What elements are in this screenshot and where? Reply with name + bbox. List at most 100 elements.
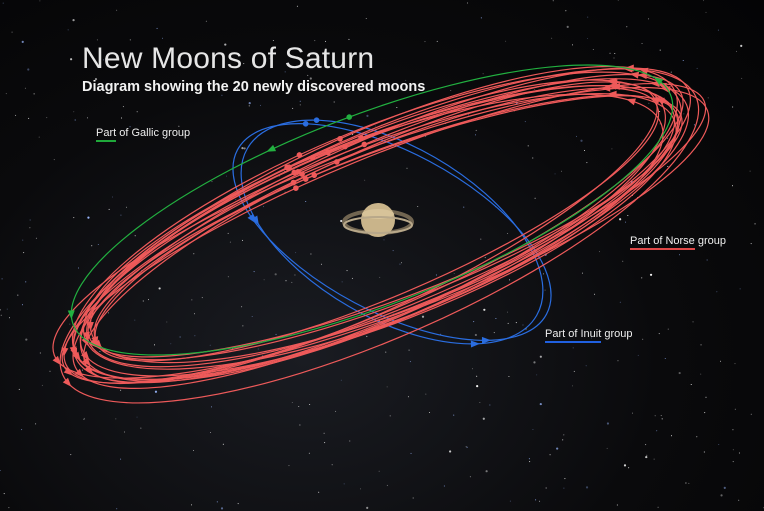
moon-marker [346, 114, 353, 120]
star [616, 504, 618, 506]
inuit-label-rest: group [601, 328, 633, 340]
star [70, 454, 72, 456]
star [158, 287, 161, 290]
star [346, 270, 348, 272]
star [654, 415, 656, 417]
star [723, 486, 726, 489]
star [343, 483, 345, 485]
star [645, 444, 647, 446]
star [436, 40, 438, 42]
star [628, 467, 630, 469]
star [421, 315, 425, 318]
star [572, 385, 574, 387]
star [536, 374, 538, 376]
star [528, 103, 530, 105]
star [573, 370, 575, 372]
star [586, 162, 588, 164]
star [648, 18, 650, 20]
moon-direction-arrow [62, 377, 72, 387]
star [667, 328, 669, 330]
star [718, 443, 720, 445]
star [35, 237, 37, 239]
star [443, 485, 445, 487]
moon-direction-arrow [69, 346, 77, 356]
star [412, 497, 414, 499]
star [408, 349, 410, 351]
star [560, 170, 562, 172]
star [112, 196, 114, 198]
star [738, 499, 740, 501]
star [424, 41, 426, 43]
star [623, 464, 627, 467]
star [251, 316, 253, 318]
star [685, 482, 687, 484]
star [551, 37, 553, 39]
star [554, 173, 556, 175]
star [599, 251, 601, 253]
inuit-orbit-path [232, 123, 552, 341]
star [463, 206, 465, 208]
star [671, 435, 673, 437]
star [407, 396, 409, 398]
star [466, 446, 468, 448]
moon-marker [302, 120, 309, 127]
star [749, 170, 751, 172]
star [38, 136, 40, 138]
star [740, 44, 743, 47]
star [25, 338, 28, 341]
star [0, 309, 1, 311]
star [72, 19, 75, 22]
star [299, 104, 301, 106]
star [585, 365, 587, 367]
star [0, 470, 1, 472]
star [617, 0, 619, 1]
star [705, 11, 707, 13]
star [683, 113, 685, 115]
star [25, 281, 27, 283]
star [630, 242, 632, 244]
moon-marker [296, 152, 303, 158]
star [309, 77, 312, 80]
star [164, 137, 166, 139]
star [120, 458, 122, 460]
star [224, 43, 227, 46]
moon-direction-arrow [82, 357, 91, 367]
star [24, 87, 26, 89]
star [194, 335, 196, 337]
star [341, 281, 343, 283]
star [124, 431, 126, 433]
star [193, 313, 195, 315]
star [27, 68, 30, 71]
page-title: New Moons of Saturn [82, 42, 375, 75]
star [732, 185, 734, 187]
star [210, 431, 212, 433]
star [371, 55, 373, 57]
star [83, 417, 85, 419]
saturn-icon [342, 203, 414, 237]
star [417, 206, 419, 208]
star [5, 93, 7, 95]
moon-marker [325, 149, 331, 156]
star [237, 87, 239, 89]
star [594, 293, 596, 295]
star [235, 198, 237, 200]
moon-marker [333, 159, 340, 165]
star [116, 508, 118, 510]
moon-direction-arrow [82, 331, 90, 342]
star [505, 40, 507, 42]
star [296, 5, 298, 7]
star [667, 165, 669, 167]
star [476, 375, 478, 377]
star [614, 52, 616, 54]
moon-marker [293, 185, 299, 191]
norse-orbit [61, 80, 707, 384]
star [529, 461, 531, 463]
star [653, 458, 655, 460]
star [291, 401, 293, 403]
star [716, 291, 718, 293]
star [535, 499, 537, 501]
star [309, 403, 311, 405]
star [528, 458, 530, 460]
star [73, 217, 75, 219]
moon-marker [313, 117, 320, 123]
